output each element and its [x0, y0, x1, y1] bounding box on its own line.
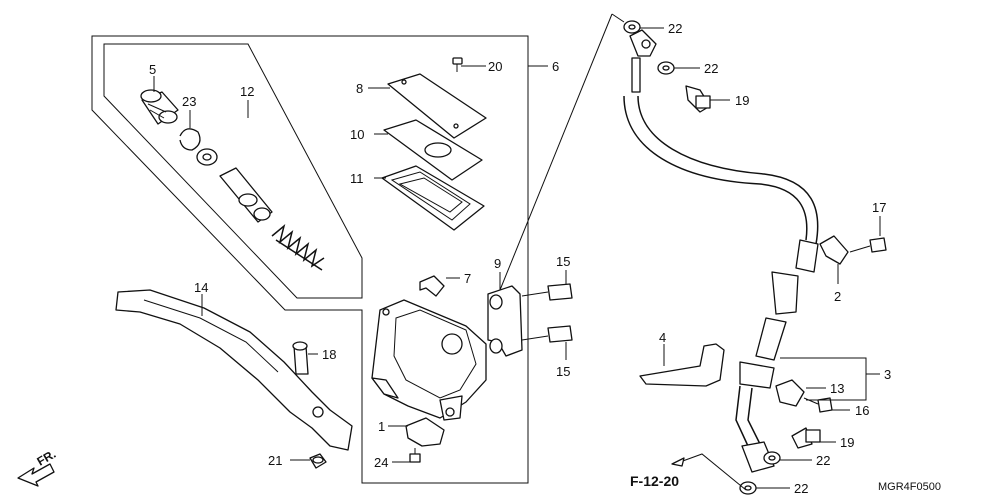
callout-10: 10	[350, 127, 364, 142]
circlip-part-23	[179, 128, 201, 151]
callout-17: 17	[872, 200, 886, 215]
callout-6: 6	[552, 59, 559, 74]
clamp-part-13	[775, 379, 805, 407]
bolt-part-15-lower	[521, 325, 573, 343]
washer-part-22-top	[623, 20, 641, 34]
leader-lines	[153, 13, 881, 489]
callout-9: 9	[494, 256, 501, 271]
callout-2: 2	[834, 289, 841, 304]
clamp-part-2	[819, 235, 849, 265]
diagram-code: MGR4F0500	[878, 481, 941, 493]
diaphragm-part-11	[381, 165, 485, 231]
washer-part-22-upper	[657, 61, 675, 75]
callout-5: 5	[149, 62, 156, 77]
callout-19-lower: 19	[840, 435, 854, 450]
callout-22-top: 22	[668, 21, 682, 36]
brake-hose-part-3	[623, 29, 819, 473]
clip-part-7	[419, 275, 445, 297]
stay-part-4	[639, 343, 725, 387]
callout-19-upper: 19	[735, 93, 749, 108]
callout-16: 16	[855, 403, 869, 418]
reference-leader	[679, 453, 747, 491]
callout-15-upper: 15	[556, 254, 570, 269]
piston-set-outline	[103, 43, 363, 299]
washer-part	[196, 148, 218, 166]
callout-14: 14	[194, 280, 208, 295]
callout-13: 13	[830, 381, 844, 396]
callout-11: 11	[350, 171, 364, 186]
front-direction-arrow	[17, 463, 55, 487]
callout-12: 12	[240, 84, 254, 99]
lever-part-14	[115, 289, 353, 451]
master-cylinder-group-outline	[91, 35, 529, 484]
holder-part-9	[487, 285, 523, 357]
callout-22-lower: 22	[816, 453, 830, 468]
callout-15-lower: 15	[556, 364, 570, 379]
pivot-bolt-part-18	[292, 341, 309, 375]
spring-part	[271, 223, 325, 271]
reference-label: F-12-20	[630, 473, 679, 489]
callout-23: 23	[182, 94, 196, 109]
screw-part-20	[452, 57, 463, 72]
bolt-part-17	[849, 237, 887, 253]
washer-part-22-bottom	[739, 481, 757, 495]
callout-18: 18	[322, 347, 336, 362]
reference-arrow	[671, 457, 685, 467]
front-direction-label: FR.	[35, 447, 59, 469]
plate-part-10	[383, 119, 483, 181]
callout-24: 24	[374, 455, 388, 470]
screw-part-24	[409, 448, 421, 463]
bolt-part-15-upper	[521, 283, 573, 301]
switch-part-1	[405, 417, 445, 447]
callout-20: 20	[488, 59, 502, 74]
callout-4: 4	[659, 330, 666, 345]
callout-21: 21	[268, 453, 282, 468]
callout-22-upper: 22	[704, 61, 718, 76]
callout-1: 1	[378, 419, 385, 434]
master-cylinder-body	[371, 299, 487, 421]
cover-part-8	[387, 73, 487, 139]
callout-22-bottom: 22	[794, 481, 808, 496]
oil-bolt-part-19-upper	[685, 85, 711, 113]
boot-part-5	[140, 89, 179, 125]
washer-part-22-lower	[763, 451, 781, 465]
nut-part-21	[309, 453, 327, 469]
callout-8: 8	[356, 81, 363, 96]
callout-3: 3	[884, 367, 891, 382]
callout-7: 7	[464, 271, 471, 286]
piston-part	[219, 167, 273, 223]
oil-bolt-part-19-lower	[791, 427, 821, 449]
